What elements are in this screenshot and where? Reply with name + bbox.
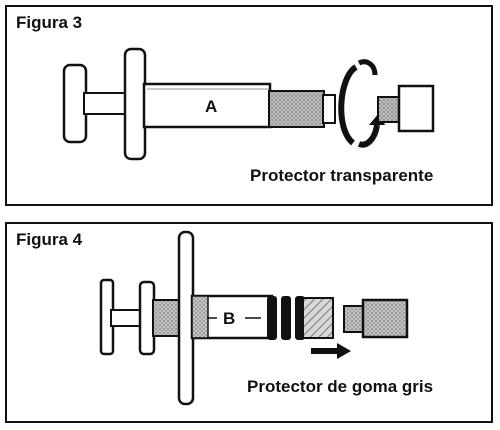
grey-rubber-protector-cap [343, 298, 409, 339]
figure-3-panel: Figura 3 A [5, 5, 493, 206]
syringe-hub [302, 297, 334, 339]
syringe-label-b: B [223, 309, 235, 328]
figure-4-panel: Figura 4 [5, 222, 493, 423]
transparent-protector-cap [377, 84, 435, 133]
syringe-flange [123, 47, 147, 161]
figure-3-illustration: A [62, 47, 435, 161]
syringe-plunger [99, 278, 180, 356]
figure-4-illustration: B [99, 230, 409, 406]
syringe-label-a: A [205, 97, 217, 116]
figure-3-title: Figura 3 [16, 13, 83, 32]
figure-4-title: Figura 4 [16, 230, 83, 249]
figure-3-caption: Protector transparente [250, 166, 434, 185]
rubber-stopper [267, 296, 305, 340]
syringe-hub [268, 90, 336, 128]
pull-direction-arrow-icon [311, 343, 351, 359]
figure-4-caption: Protector de goma gris [247, 377, 434, 396]
syringe-plunger [62, 63, 135, 144]
